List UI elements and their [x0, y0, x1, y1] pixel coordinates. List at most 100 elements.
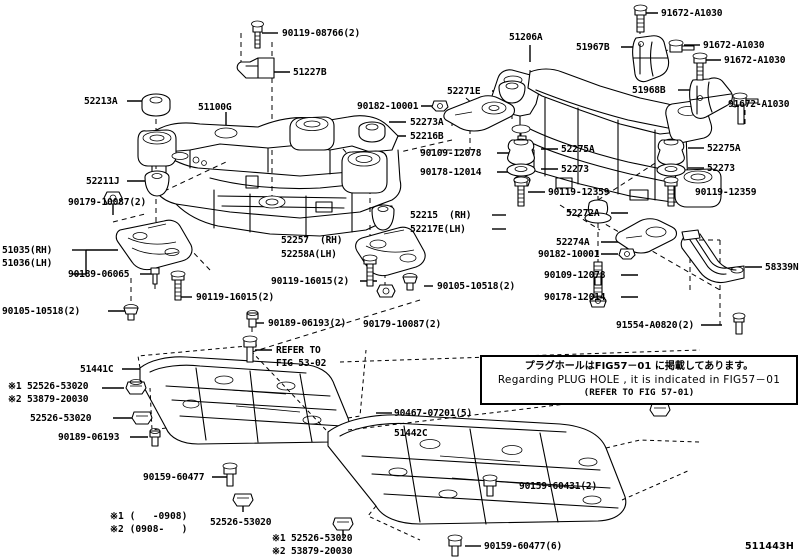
nut-90179-10087-right	[376, 284, 396, 298]
bolt-90119-16015-left	[170, 270, 186, 301]
part-callout-c11: 90179-10087(2)	[68, 197, 147, 208]
part-callout-c60: 90159-60477(6)	[484, 541, 563, 552]
bolt-90119-08766	[251, 20, 264, 49]
part-callout-c14: 90189-06065	[68, 269, 130, 280]
part-callout-c23: 52215 (RH)	[410, 210, 472, 221]
part-callout-c46: 51441C	[80, 364, 114, 375]
washer-90182-10001-right	[618, 248, 636, 260]
part-callout-c31: 91672-A1030	[728, 99, 790, 110]
part-callout-c22: 90105-10518(2)	[437, 281, 516, 292]
part-callout-c28: 91672-A1030	[703, 40, 765, 51]
sheet-id: 511443H	[745, 541, 795, 552]
washer-52273-right	[656, 163, 686, 177]
clip-52526-53020-c	[232, 493, 254, 507]
part-callout-c35: 90119-12359	[548, 187, 610, 198]
bushing-52275a-left	[507, 138, 535, 166]
bolt-91554-a0820	[732, 312, 746, 335]
part-callout-c01: 90119-08766(2)	[282, 28, 361, 39]
part-callout-c21: 90179-10087(2)	[363, 319, 442, 330]
nut-90189-06193-cover	[149, 428, 161, 447]
nut-90178-12014-right	[589, 296, 607, 308]
part-callout-c58: 51442C	[394, 428, 428, 439]
part-callout-c06: 52273A	[410, 117, 444, 128]
part-callout-c32: 52271E	[447, 86, 481, 97]
note-line-reference: (REFER TO FIG 57-01)	[583, 387, 695, 398]
bolt-90119-16015-right	[362, 254, 378, 287]
part-callout-c07: 52216B	[410, 131, 444, 142]
part-callout-c30: 51968B	[632, 85, 666, 96]
part-callout-c04: 51100G	[198, 102, 232, 113]
part-callout-c17: 52257 (RH)	[281, 235, 343, 246]
washer-90182-10001-left	[431, 100, 449, 112]
part-callout-c26: 51967B	[576, 42, 610, 53]
bushing-52271e	[498, 80, 526, 104]
part-callout-c40: 52274A	[556, 237, 590, 248]
part-callout-c51: 90159-60477	[143, 472, 205, 483]
part-callout-c47: ※1 52526-53020	[8, 381, 89, 392]
part-callout-c52: 52526-53020	[210, 517, 272, 528]
bracket-51967b	[632, 35, 670, 83]
part-callout-c48: ※2 53879-20030	[8, 394, 89, 405]
clip-52526-53020-d	[332, 517, 354, 531]
part-callout-c09: 90178-12014	[420, 167, 482, 178]
part-callout-c19: 90119-16015(2)	[271, 276, 350, 287]
bushing-52211j	[144, 170, 170, 197]
under-cover-51442c	[251, 351, 691, 525]
part-callout-c13: 51036(LH)	[2, 258, 53, 269]
part-callout-c37: 52273	[707, 163, 735, 174]
part-callout-c39: 52272A	[566, 208, 600, 219]
bushing-52215-52217e	[371, 204, 395, 231]
washer-52273-left	[506, 163, 536, 177]
part-callout-c24: 52217E(LH)	[410, 224, 466, 235]
bolt-refer-fig-53-02	[242, 335, 258, 363]
bolt-91672-a1030-b	[668, 39, 695, 53]
part-callout-c15: 90105-10518(2)	[2, 306, 81, 317]
part-callout-c41: 90182-10001	[538, 249, 600, 260]
bracket-51227b	[236, 57, 275, 79]
part-callout-c50: 90189-06193	[58, 432, 120, 443]
bracket-52274a	[615, 218, 678, 254]
bushing-52213a	[141, 93, 171, 117]
part-callout-c42: 90109-12078	[544, 270, 606, 281]
bolt-90159-60431	[482, 474, 498, 497]
bracket-51968b	[689, 77, 733, 119]
brace-58339n	[680, 229, 745, 284]
bolt-90105-10518-left	[123, 304, 139, 321]
part-callout-c05: 90182-10001	[357, 101, 419, 112]
part-callout-c56: FIG 53-02	[276, 358, 327, 369]
part-callout-c34: 52273	[561, 164, 589, 175]
clip-52526-53020-e	[649, 403, 671, 417]
part-callout-c33: 52275A	[561, 144, 595, 155]
part-callout-c12: 51035(RH)	[2, 245, 53, 256]
part-callout-c55: REFER TO	[276, 345, 321, 356]
bushing-52216b	[358, 121, 386, 143]
part-callout-c02: 51227B	[293, 67, 327, 78]
bolt-90159-60477-a	[222, 462, 238, 487]
under-cover-51441c	[139, 356, 350, 445]
bushing-52275a-right	[657, 138, 685, 166]
part-callout-c57: 90467-07201(5)	[394, 408, 473, 419]
bolt-90119-12359-left	[513, 176, 529, 207]
arm-52273a	[443, 95, 516, 132]
part-callout-c49: 52526-53020	[30, 413, 92, 424]
clip-52526-53020-b	[131, 411, 153, 425]
part-callout-c43: 90178-12014	[544, 292, 606, 303]
nut-90189-06193-2	[246, 310, 259, 328]
note-line-japanese: プラグホールはFIG57－01 に掲載してあります。	[524, 361, 754, 372]
part-callout-c10: 52211J	[86, 176, 120, 187]
part-callout-c45: 58339N	[765, 262, 799, 273]
plug-hole-note-box: プラグホールはFIG57－01 に掲載してあります。 Regarding PLU…	[480, 355, 798, 405]
footnote-mark-1: ※1 ( -0908)	[110, 511, 188, 522]
part-callout-c29: 91672-A1030	[724, 55, 786, 66]
part-callout-c27: 91672-A1030	[661, 8, 723, 19]
bolt-90105-10518-right	[402, 273, 418, 291]
bolt-90119-12359-right	[663, 176, 679, 207]
part-callout-c08: 90109-12078	[420, 148, 482, 159]
bolt-91672-a1030-c	[692, 52, 708, 81]
part-callout-c54: ※2 53879-20030	[272, 546, 353, 557]
part-callout-c36: 52275A	[707, 143, 741, 154]
fastener-set	[103, 4, 759, 557]
nut-90179-10087-left	[103, 191, 123, 205]
